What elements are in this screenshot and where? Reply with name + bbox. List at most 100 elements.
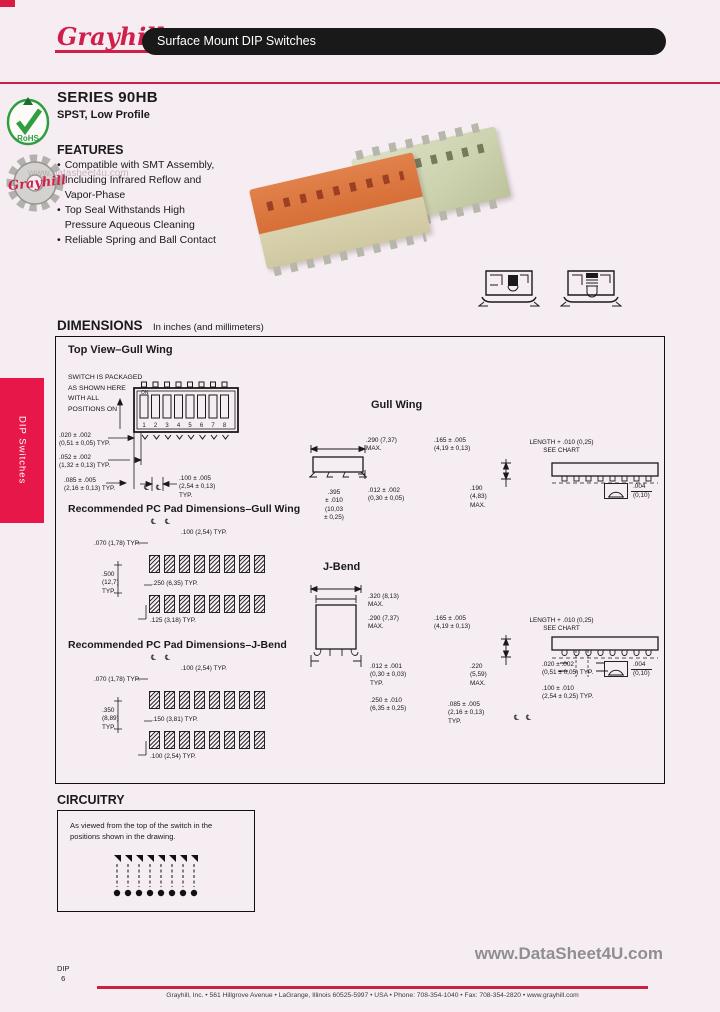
- circuitry-heading: CIRCUITRY: [57, 793, 125, 807]
- dim-label: .250 (6,35) TYP.: [152, 580, 198, 587]
- svg-text:5: 5: [188, 423, 192, 429]
- pad-j-title: Recommended PC Pad Dimensions–J-Bend: [68, 639, 287, 651]
- page-subtitle: SPST, Low Profile: [57, 109, 150, 121]
- centerline-icon: ℄: [165, 517, 170, 526]
- top-view-drawing: ON 1 2 3 4 5 6 7 8: [126, 381, 246, 461]
- dim-label-row-offset: .085 ± .005 (2,16 ± 0,13) TYP.: [64, 477, 116, 493]
- dim-label: .220 (5,59) MAX.: [470, 663, 487, 687]
- grayhill-gear-logo: [2, 150, 68, 216]
- circuit-diagram: [113, 855, 198, 897]
- sidebar-tab-label: DIP Switches: [16, 416, 28, 485]
- dim-label: .190 (4,83) MAX.: [470, 485, 487, 509]
- flatness-icon: [604, 483, 628, 499]
- dim-label-slot: .052 ± .002 (1,32 ± 0,13) TYP.: [59, 454, 111, 470]
- gull-wing-end-view: [306, 443, 370, 491]
- centerline-icon: ℄: [156, 483, 161, 492]
- rohs-icon: RoHS: [6, 97, 50, 146]
- dim-label: .290 (7,37) MAX.: [368, 615, 399, 631]
- dim-label: .100 (2,54) TYP.: [181, 529, 227, 536]
- dim-label: .500 (12,7) TYP.: [102, 571, 119, 595]
- dimensions-heading: DIMENSIONS In inches (and millimeters): [57, 317, 264, 335]
- svg-text:3: 3: [165, 423, 169, 429]
- pad-gull-title: Recommended PC Pad Dimensions–Gull Wing: [68, 503, 301, 515]
- dim-label: .150 (3,81) TYP.: [152, 716, 198, 723]
- feature-text: Top Seal Withstands High Pressure Aqueou…: [64, 204, 195, 231]
- features-heading: FEATURES: [57, 143, 124, 157]
- package-note: SWITCH IS PACKAGED AS SHOWN HERE WITH AL…: [68, 374, 143, 413]
- top-view-title: Top View–Gull Wing: [68, 344, 173, 356]
- features-list: Compatible with SMT Assembly, Including …: [57, 158, 277, 248]
- dimensions-title: DIMENSIONS: [57, 318, 143, 333]
- svg-text:4: 4: [177, 423, 181, 429]
- rohs-badge: RoHS: [5, 96, 53, 148]
- flatness-value: .004: [631, 661, 652, 671]
- pad-array-row: [149, 691, 265, 709]
- dim-label: .085 ± .005 (2,16 ± 0,13) TYP.: [448, 701, 485, 725]
- dim-label: .020 ± .002 (0,51 ± 0,05) TYP.: [542, 661, 594, 677]
- dim-label: .012 ± .002 (0,30 ± 0,05): [368, 487, 405, 503]
- centerline-icon: ℄: [526, 713, 531, 722]
- dim-label: .012 ± .001 (0,30 ± 0,03) TYP.: [370, 663, 407, 687]
- gear-icon: [6, 154, 64, 212]
- dim-label: .100 (2,54) TYP.: [181, 665, 227, 672]
- flatness-callout: .004 (0,10): [604, 483, 652, 501]
- dim-label: .125 (3,18) TYP.: [150, 617, 196, 624]
- svg-text:7: 7: [211, 423, 215, 429]
- page-section-label: DIP: [57, 964, 70, 973]
- centerline-icon: ℄: [151, 653, 156, 662]
- dimensions-drawing-box: Top View–Gull Wing SWITCH IS PACKAGED AS…: [55, 336, 665, 784]
- dim-label-pitch: .100 ± .005 (2,54 ± 0,13) TYP.: [179, 475, 216, 499]
- dim-label-pin-width: .020 ± .002 (0,51 ± 0,05) TYP.: [59, 432, 111, 448]
- circuitry-box: As viewed from the top of the switch in …: [57, 810, 255, 912]
- page-number-block: DIP 6: [57, 964, 70, 984]
- j-bend-side-view: [496, 633, 664, 679]
- switch-pins: [272, 232, 428, 277]
- header-divider: [0, 82, 720, 84]
- footer-divider: [97, 986, 648, 989]
- page-number: 6: [61, 973, 66, 983]
- dim-label: .165 ± .005 (4,19 ± 0,13): [434, 615, 471, 631]
- j-bend-end-view: [308, 583, 364, 671]
- section-banner: Surface Mount DIP Switches: [142, 28, 666, 55]
- flatness-icon: [604, 661, 628, 677]
- dim-label: .395 ± .010 (10,03 ± 0,25): [324, 489, 344, 521]
- centerline-icon: ℄: [165, 653, 170, 662]
- feature-text: Reliable Spring and Ball Contact: [64, 234, 216, 246]
- svg-text:2: 2: [154, 423, 158, 429]
- feature-text: Compatible with SMT Assembly, Including …: [64, 159, 215, 201]
- dim-label: .350 (8,89) TYP.: [102, 707, 119, 731]
- flatness-value: .004: [631, 483, 652, 493]
- j-bend-cross-section-icon: [560, 263, 622, 309]
- circuitry-note: As viewed from the top of the switch in …: [70, 821, 213, 841]
- switch-actuators: [266, 170, 405, 212]
- flatness-mm: (0,10): [633, 492, 650, 500]
- pad-array-row: [149, 731, 265, 749]
- dimensions-units-note: In inches (and millimeters): [152, 322, 264, 333]
- rohs-label: RoHS: [17, 134, 39, 143]
- flatness-callout: .004 (0,10): [604, 661, 652, 679]
- footer-company-line: Grayhill, Inc. • 561 Hillgrove Avenue • …: [166, 992, 579, 999]
- datasheet4u-watermark: www.DataSheet4U.com: [474, 944, 663, 963]
- centerline-icon: ℄: [151, 517, 156, 526]
- feature-item: Top Seal Withstands High Pressure Aqueou…: [57, 203, 277, 233]
- feature-item: Compatible with SMT Assembly, Including …: [57, 158, 277, 203]
- centerline-icon: ℄: [514, 713, 519, 722]
- gull-wing-cross-section-icon: [478, 263, 540, 309]
- flatness-mm: (0,10): [633, 670, 650, 678]
- dim-label: .290 (7,37) MAX.: [366, 437, 397, 453]
- dimension-linework: [106, 397, 177, 756]
- pad-array-row: [149, 555, 265, 573]
- j-bend-title: J-Bend: [323, 561, 361, 573]
- svg-text:6: 6: [200, 423, 204, 429]
- dim-label: .100 ± .010 (2,54 ± 0,25) TYP.: [542, 685, 594, 701]
- svg-text:8: 8: [223, 423, 227, 429]
- corner-accent-mark: [0, 0, 15, 7]
- pad-array-row: [149, 595, 265, 613]
- feature-item: Reliable Spring and Ball Contact: [57, 233, 277, 248]
- svg-text:1: 1: [142, 423, 146, 429]
- dim-label: .100 (2,54) TYP.: [150, 753, 196, 760]
- dim-label: .070 (1,78) TYP.: [94, 540, 140, 547]
- gull-wing-title: Gull Wing: [371, 399, 423, 411]
- dim-label: LENGTH + .010 (0,25) SEE CHART: [529, 439, 594, 455]
